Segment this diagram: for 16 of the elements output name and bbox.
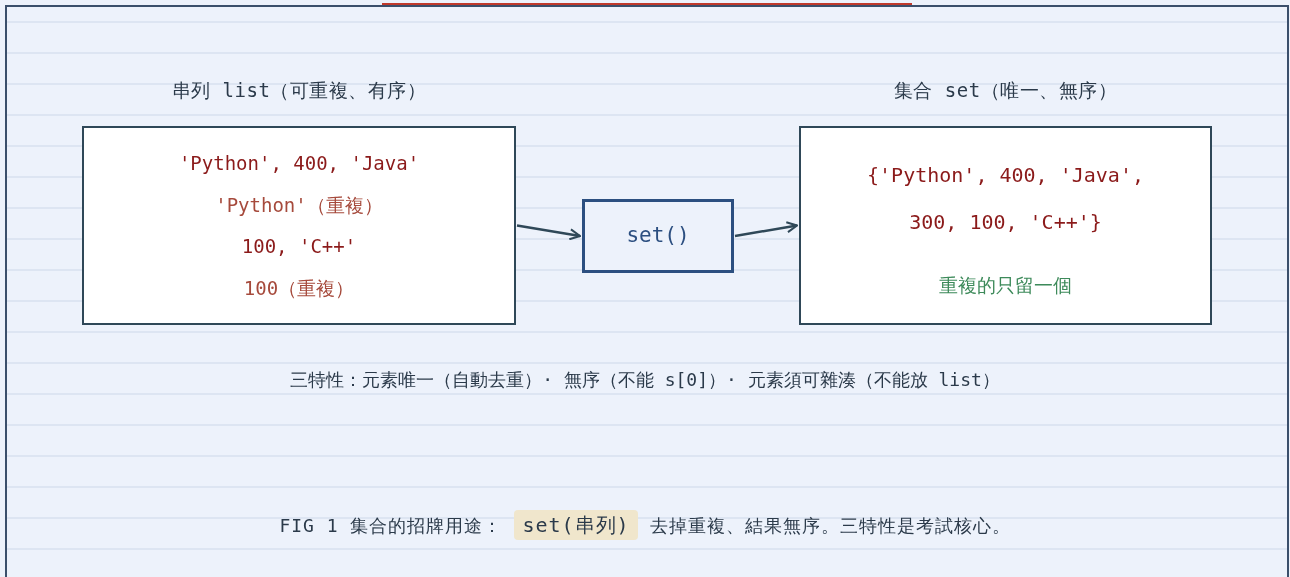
arrow xyxy=(516,224,581,241)
code-highlight: set(串列) xyxy=(514,510,638,540)
note-text: 三特性：元素唯一（自動去重）· 無序（不能 s[0]）· 元素須可雜湊（不能放 list） xyxy=(289,368,1001,392)
caption-text: 去掉重複、結果無序。三特性是考試核心。 xyxy=(649,513,1011,538)
item-text: set() xyxy=(626,222,690,250)
item-text: 'Python', 400, 'Java' xyxy=(178,151,420,176)
function-box xyxy=(582,199,734,273)
item-text: 100（重複） xyxy=(243,275,355,301)
arrow xyxy=(734,221,798,238)
caption-text: FIG 1 集合的招牌用途： xyxy=(279,513,503,538)
heading: 集合 set（唯一、無序） xyxy=(892,78,1119,103)
item-text: 'Python'（重複） xyxy=(215,192,383,218)
heading: 串列 list（可重複、有序） xyxy=(170,78,428,103)
item-text: 100, 'C++' xyxy=(241,234,357,259)
item-text: 重複的只留一個 xyxy=(939,272,1072,298)
item-text: {'Python', 400, 'Java', 300, 100, 'C++'} xyxy=(866,161,1145,236)
